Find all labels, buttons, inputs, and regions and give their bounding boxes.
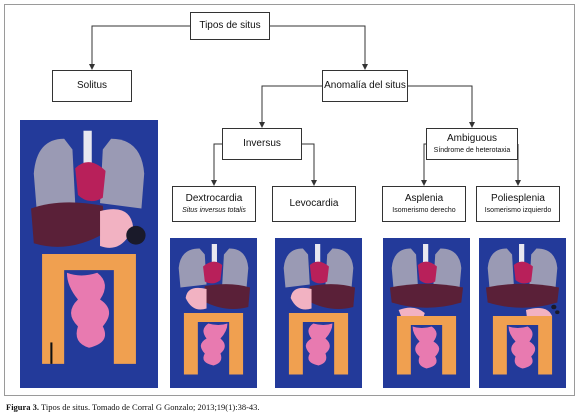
edge-root-anomalia: [270, 25, 368, 70]
node-inversus: Inversus: [222, 128, 302, 160]
node-dextrocardia: Dextrocardia Situs inversus totalis: [172, 186, 256, 222]
node-subtitle: Síndrome de heterotaxia: [433, 146, 511, 154]
anatomy-dextrocardia: [170, 238, 257, 388]
node-levocardia: Levocardia: [272, 186, 356, 222]
node-title: Asplenia: [404, 193, 444, 205]
anatomy-asplenia: [383, 238, 470, 388]
illustration-asplenia: [383, 238, 470, 388]
node-title: Anomalía del situs: [324, 80, 406, 92]
node-title: Dextrocardia: [185, 193, 243, 205]
node-subtitle: Situs inversus totalis: [182, 206, 246, 214]
edge-anomalia-inversus: [259, 85, 322, 128]
illustration-levocardia: [275, 238, 362, 388]
edge-inversus-levocardia: [302, 143, 317, 186]
node-ambiguous: Ambiguous Síndrome de heterotaxia: [426, 128, 518, 160]
node-title: Poliesplenia: [491, 193, 545, 205]
node-asplenia: Asplenia Isomerismo derecho: [382, 186, 466, 222]
edge-ambiguous-asplenia: [421, 143, 427, 186]
illustration-solitus: [20, 120, 158, 388]
caption-label: Figura 3.: [6, 402, 40, 412]
anatomy-poliesplenia: [479, 238, 566, 388]
node-poliesplenia: Poliesplenia Isomerismo izquierdo: [476, 186, 560, 222]
illustration-dextrocardia: [170, 238, 257, 388]
node-solitus: Solitus: [52, 70, 132, 102]
figure-caption: Figura 3. Tipos de situs. Tomado de Corr…: [6, 402, 574, 412]
edge-inversus-dextrocardia: [211, 143, 222, 186]
node-title: Levocardia: [289, 198, 339, 210]
node-subtitle: Isomerismo izquierdo: [484, 206, 552, 214]
node-subtitle: Isomerismo derecho: [392, 206, 456, 214]
node-title: Solitus: [76, 80, 107, 92]
edge-anomalia-ambiguous: [408, 85, 475, 128]
illustration-poliesplenia: [479, 238, 566, 388]
node-title: Ambiguous: [446, 133, 498, 145]
node-title: Tipos de situs: [199, 20, 261, 32]
node-title: Inversus: [243, 138, 281, 150]
caption-text: Tipos de situs. Tomado de Corral G Gonza…: [39, 402, 260, 412]
anatomy-solitus: [20, 120, 158, 388]
node-anomalia: Anomalía del situs: [322, 70, 408, 102]
edge-root-solitus: [89, 25, 190, 70]
anatomy-levocardia: [275, 238, 362, 388]
node-root: Tipos de situs: [190, 12, 270, 40]
